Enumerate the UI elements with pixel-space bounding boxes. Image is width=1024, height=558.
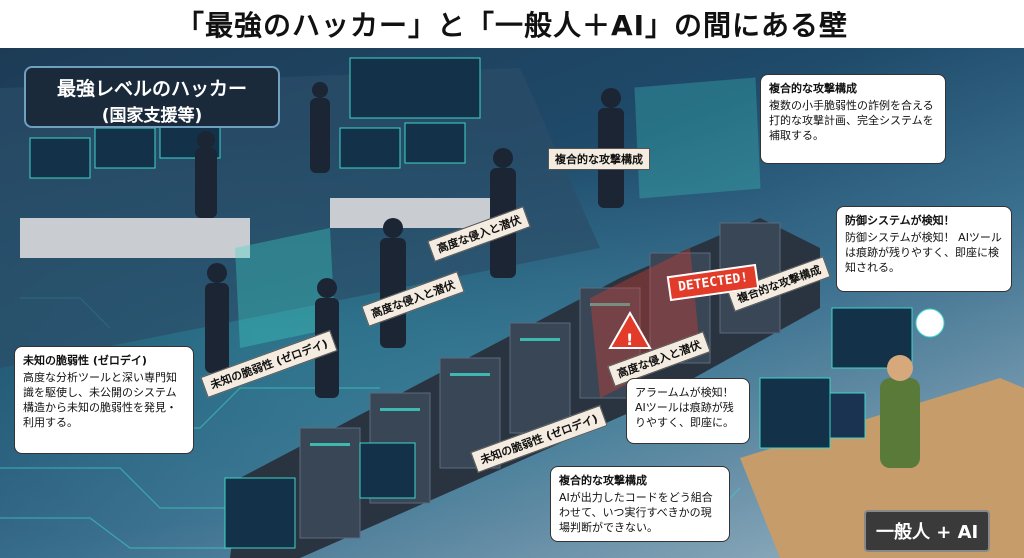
bubble-zero-day-body: 高度な分析ツールと深い専門知識を駆使し、未公開のシステム構造から未知の脆弱性を発…: [23, 371, 177, 429]
bubble-defense-body: 防御システムが検知！ AIツールは痕跡が残りやすく、即座に検知される。: [845, 231, 1002, 274]
user-figure: [880, 378, 920, 468]
warning-mark: !: [626, 330, 633, 349]
monitor-wall: [29, 57, 481, 179]
code-window-mid: [759, 377, 831, 449]
bubble-complex-bottom-body: AIが出力したコードをどう組合わせて、いつ実行すべきかの現場判断ができない。: [559, 491, 713, 534]
hacker-label: 最強レベルのハッカー (国家支援等): [24, 66, 280, 128]
attack-diagram-holo: [634, 77, 761, 199]
bubble-defense: 防御システムが検知！ 防御システムが検知！ AIツールは痕跡が残りやすく、即座に…: [836, 206, 1012, 292]
user-head: [887, 355, 913, 381]
user-label: 一般人 + AI: [864, 510, 991, 552]
illustration-scene: ! 最強レベルのハッカー (国家支援等) 複合的な攻撃構成 高度な侵入と潜伏 高…: [0, 48, 1024, 558]
bubble-complex-bottom: 複合的な攻撃構成 AIが出力したコードをどう組合わせて、いつ実行すべきかの現場判…: [550, 466, 730, 542]
bubble-complex-top-body: 複数の小手脆弱性の詐例を合える打的な攻撃計画、完全システムを補取する。: [769, 99, 934, 142]
desk-left: [20, 218, 250, 258]
warning-icon: [608, 310, 652, 349]
bubble-zero-day-head: 未知の脆弱性 (ゼロデイ): [23, 354, 147, 367]
bubble-alarm: アラームムが検知！ AIツールは痕跡が残りやすく、即座に。: [626, 378, 750, 444]
bubble-alarm-body: アラームムが検知！ AIツールは痕跡が残りやすく、即座に。: [635, 386, 734, 429]
holo-map: [235, 228, 335, 348]
scene-illustration: !: [0, 57, 1024, 558]
hacker-label-line2: (国家支援等): [101, 106, 203, 126]
bubble-complex-top-head: 複合的な攻撃構成: [769, 82, 857, 95]
bubble-complex-top: 複合的な攻撃構成 複数の小手脆弱性の詐例を合える打的な攻撃計画、完全システムを補…: [760, 74, 946, 164]
sign-complex-top: 複合的な攻撃構成: [548, 148, 650, 170]
hacker-label-line1: 最強レベルのハッカー: [56, 78, 247, 100]
bubble-zero-day: 未知の脆弱性 (ゼロデイ) 高度な分析ツールと深い専門知識を駆使し、未公開のシス…: [14, 346, 194, 454]
bubble-defense-head: 防御システムが検知！: [845, 214, 955, 227]
page-title: 「最強のハッカー」と「一般人＋AI」の間にある壁: [175, 9, 849, 42]
ai-robot-icon: [915, 308, 945, 338]
code-screen-mid: [359, 442, 416, 499]
code-screen-left: [224, 477, 296, 549]
title-bar: 「最強のハッカー」と「一般人＋AI」の間にある壁: [0, 0, 1024, 48]
bubble-complex-bottom-head: 複合的な攻撃構成: [559, 474, 647, 487]
